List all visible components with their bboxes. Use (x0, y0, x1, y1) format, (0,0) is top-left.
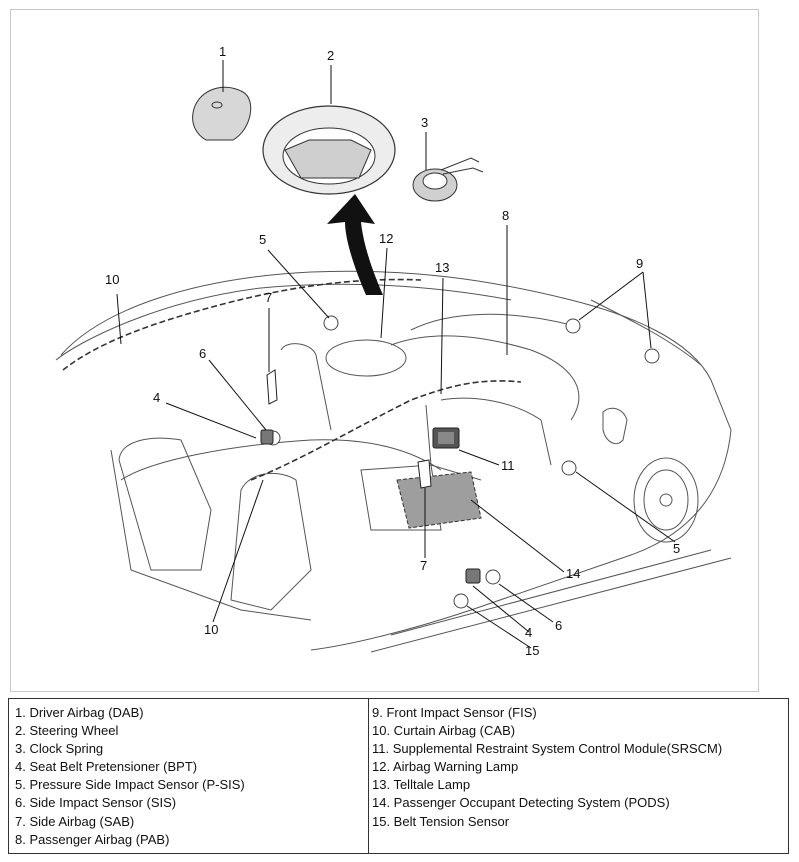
callout-6-right: 6 (555, 618, 562, 633)
legend-item: 5. Pressure Side Impact Sensor (P-SIS) (15, 777, 245, 793)
callout-11: 11 (501, 458, 515, 473)
legend-item: 14. Passenger Occupant Detecting System … (372, 795, 670, 811)
curtain-airbag-rail (62, 278, 522, 481)
callout-3: 3 (421, 115, 428, 130)
callout-8: 8 (502, 208, 509, 223)
legend-item: 10. Curtain Airbag (CAB) (372, 723, 516, 739)
driver-airbag-module (192, 86, 252, 141)
leader-lines (116, 60, 676, 649)
legend-item: 12. Airbag Warning Lamp (372, 759, 519, 775)
callout-7-bottom: 7 (420, 558, 427, 573)
callout-14: 14 (566, 566, 580, 581)
clock-spring (412, 157, 484, 202)
small-components (260, 369, 481, 584)
callout-13: 13 (435, 260, 449, 275)
callout-5-right: 5 (673, 541, 680, 556)
assembly-arrow (327, 194, 383, 295)
callout-6-left: 6 (199, 346, 206, 361)
steering-wheel (262, 105, 396, 195)
legend-item: 1. Driver Airbag (DAB) (15, 705, 144, 720)
side-mirror (602, 407, 628, 445)
vehicle-outline (55, 270, 732, 653)
legend-item: 11. Supplemental Restraint System Contro… (372, 741, 723, 757)
airbag-components-diagram: 1 2 3 5 12 13 8 9 10 7 6 4 11 5 7 14 6 4… (10, 9, 759, 692)
callout-4-right: 4 (525, 625, 532, 640)
pods-mat (396, 471, 482, 529)
callout-15: 15 (525, 643, 539, 658)
sensor-markers (265, 315, 660, 609)
legend-item: 6. Side Impact Sensor (SIS) (15, 795, 177, 811)
cabin-dashboard (325, 335, 580, 481)
legend-item: 8. Passenger Airbag (PAB) (15, 831, 170, 847)
srscm-module (432, 427, 460, 449)
callout-12: 12 (379, 231, 393, 246)
legend-item: 2. Steering Wheel (15, 723, 119, 739)
seats (118, 343, 442, 611)
legend-item: 9. Front Impact Sensor (FIS) (372, 705, 537, 720)
callout-10-bottom: 10 (204, 622, 218, 637)
callout-7-top: 7 (265, 290, 272, 305)
wheel (633, 457, 699, 543)
callout-1: 1 (219, 44, 226, 59)
callout-5-top: 5 (259, 232, 266, 247)
legend-item: 3. Clock Spring (15, 741, 104, 757)
legend-item: 4. Seat Belt Pretensioner (BPT) (15, 759, 198, 775)
legend-column-right: 9. Front Impact Sensor (FIS) 10. Curtain… (369, 699, 788, 853)
callout-4-left: 4 (153, 390, 160, 405)
legend-table: 1. Driver Airbag (DAB) 2. Steering Wheel… (8, 698, 789, 854)
callout-9: 9 (636, 256, 643, 271)
legend-column-left: 1. Driver Airbag (DAB) 2. Steering Wheel… (9, 699, 369, 853)
legend-item: 15. Belt Tension Sensor (372, 813, 510, 829)
legend-item: 13. Telltale Lamp (372, 777, 471, 793)
callout-10-top: 10 (105, 272, 119, 287)
callout-2: 2 (327, 48, 334, 63)
legend-item: 7. Side Airbag (SAB) (15, 813, 135, 829)
